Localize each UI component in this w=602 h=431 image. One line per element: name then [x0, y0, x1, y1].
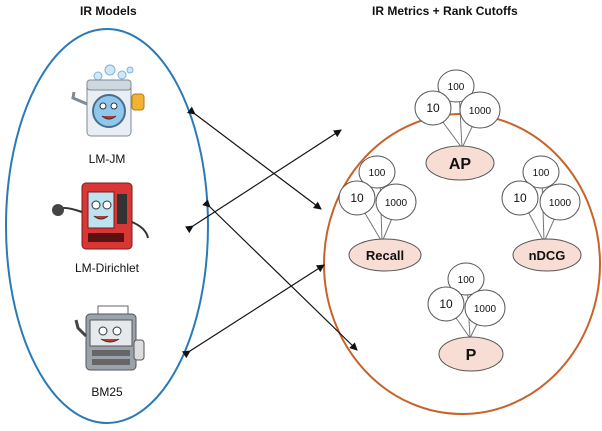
metric-ap-group: 100 10 1000 AP: [414, 69, 501, 181]
cutoff-p-10: 10: [439, 297, 453, 311]
balloon-ndcg-10: [501, 180, 539, 216]
metric-ap-pill: [425, 145, 495, 181]
balloon-p-100: [447, 262, 485, 296]
arrow-lmjm-recall: [187, 106, 322, 210]
metric-recall-label: Recall: [366, 248, 404, 263]
balloon-p-1000: [464, 289, 506, 327]
cutoff-ap-10: 10: [426, 101, 440, 115]
cutoff-recall-10: 10: [350, 191, 364, 205]
balloon-ndcg-100: [522, 155, 560, 189]
balloon-p-10: [427, 286, 465, 322]
balloon-recall-1000: [375, 183, 417, 221]
balloon-ap-10: [414, 90, 452, 126]
balloon-ap-1000: [459, 91, 501, 129]
cutoff-p-1000: 1000: [474, 304, 497, 315]
washing-machine-mascot-icon: [71, 64, 145, 137]
cutoff-ndcg-100: 100: [533, 168, 550, 179]
vending-machine-mascot-icon: [52, 182, 149, 250]
metric-p-group: 100 10 1000 P: [427, 262, 506, 372]
cutoff-ap-100: 100: [448, 82, 465, 93]
cutoff-recall-1000: 1000: [385, 198, 408, 209]
balloon-ap-100: [437, 69, 475, 103]
cutoff-ap-1000: 1000: [469, 106, 492, 117]
arrow-bm25-recall: [181, 264, 325, 359]
model-label-lm-jm: LM-JM: [89, 152, 126, 166]
model-label-bm25: BM25: [91, 385, 123, 399]
title-ir-metrics: IR Metrics + Rank Cutoffs: [372, 4, 518, 18]
arrow-lmdirichlet-p: [202, 199, 358, 351]
cutoff-ndcg-10: 10: [513, 191, 527, 205]
cutoff-recall-100: 100: [369, 168, 386, 179]
metric-recall-group: 100 10 1000 Recall: [338, 155, 422, 272]
metric-ap-label: AP: [449, 156, 472, 173]
cutoff-p-100: 100: [458, 275, 475, 286]
copier-mascot-icon: [74, 305, 145, 371]
title-ir-models: IR Models: [80, 4, 137, 18]
metric-p-pill: [438, 336, 504, 372]
model-label-lm-dirichlet: LM-Dirichlet: [75, 261, 140, 275]
balloon-recall-100: [358, 155, 396, 189]
metric-recall-pill: [348, 238, 422, 272]
metric-ndcg-pill: [512, 238, 582, 272]
balloon-ndcg-1000: [539, 183, 581, 221]
cutoff-ndcg-1000: 1000: [549, 198, 572, 209]
metric-ndcg-group: 100 10 1000 nDCG: [501, 155, 582, 272]
metric-ndcg-label: nDCG: [529, 248, 566, 263]
metric-p-label: P: [466, 347, 477, 364]
balloon-recall-10: [338, 180, 376, 216]
